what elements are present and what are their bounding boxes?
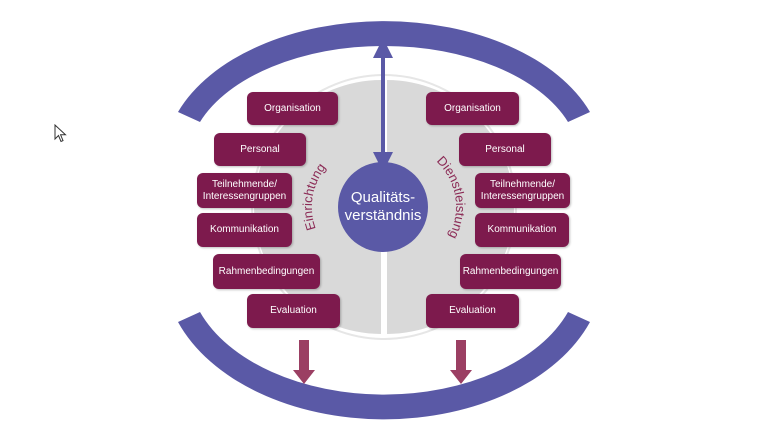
right-box-personal: Personal [459,133,551,166]
right-box-kommunikation: Kommunikation [475,213,569,247]
right-box-evaluation: Evaluation [426,294,519,328]
right-box-teilnehmende: Teilnehmende/ Interessengruppen [475,173,570,208]
left-down-arrow [293,340,315,384]
right-box-rahmenbedingungen: Rahmenbedingungen [460,254,561,289]
left-box-organisation: Organisation [247,92,338,125]
right-box-organisation: Organisation [426,92,519,125]
left-box-evaluation: Evaluation [247,294,340,328]
box-label: Organisation [444,102,501,114]
left-box-personal: Personal [214,133,306,166]
box-label: Personal [240,143,280,155]
bottom-arc-band [178,312,590,420]
top-arc-label: Führung [331,0,437,16]
box-label: Rahmenbedingungen [218,265,315,277]
box-label: Teilnehmende/ Interessengruppen [480,178,565,202]
left-box-teilnehmende: Teilnehmende/ Interessengruppen [197,173,292,208]
box-label: Evaluation [270,305,317,316]
box-label: Kommunikation [210,224,279,235]
box-label: Evaluation [449,305,496,316]
box-label: Kommunikation [487,224,557,235]
center-circle [338,162,428,252]
box-label: Personal [485,143,525,155]
right-down-arrow [450,340,472,384]
left-box-kommunikation: Kommunikation [197,213,292,247]
mouse-pointer-icon [54,124,67,143]
box-label: Rahmenbedingungen [462,265,559,277]
box-label: Teilnehmende/ Interessengruppen [202,178,287,202]
top-arc-band [178,21,590,123]
box-label: Organisation [264,102,321,114]
left-box-rahmenbedingungen: Rahmenbedingungen [213,254,320,289]
